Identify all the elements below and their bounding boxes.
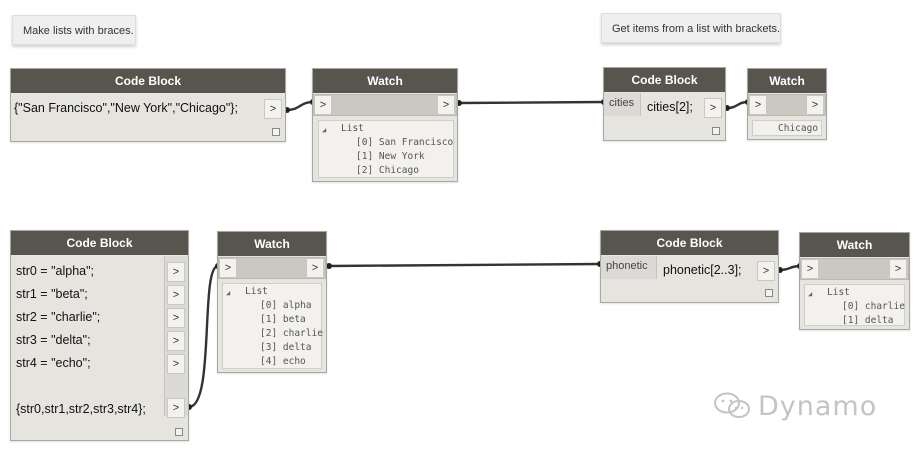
- input-port-phonetic[interactable]: phonetic: [601, 256, 657, 279]
- note-braces-text: Make lists with braces.: [23, 25, 134, 37]
- watch-node-2[interactable]: Watch > > Chicago: [747, 68, 827, 140]
- resize-grip-icon[interactable]: [272, 128, 280, 136]
- resize-grip-icon[interactable]: [765, 289, 773, 297]
- watch-port-bar: [313, 94, 457, 116]
- output-port[interactable]: >: [704, 98, 722, 118]
- code-line[interactable]: str0 = "alpha";: [16, 264, 95, 278]
- watch-list-panel[interactable]: ◢ List [0] alpha [1] beta [2] charlie [3…: [222, 283, 323, 369]
- note-brackets-text: Get items from a list with brackets.: [612, 23, 781, 35]
- output-port[interactable]: >: [806, 95, 824, 115]
- node-title: Watch: [218, 232, 326, 256]
- output-port[interactable]: >: [306, 258, 324, 278]
- watch-port-bar: [218, 257, 326, 279]
- node-title: Code Block: [604, 68, 725, 92]
- code-text[interactable]: cities[2];: [647, 100, 693, 114]
- list-item: [0] alpha: [260, 300, 312, 311]
- list-item: [0] San Francisco: [356, 137, 454, 148]
- list-item: [1] beta: [260, 314, 306, 325]
- wire-cb4-w4: [779, 264, 801, 272]
- watch-list-panel[interactable]: ◢ List [0] San Francisco [1] New York [2…: [318, 120, 454, 178]
- node-title: Watch: [800, 233, 909, 257]
- watch-list-panel[interactable]: ◢ List [0] charlie [1] delta: [804, 284, 905, 326]
- code-block-node-1[interactable]: Code Block {"San Francisco","New York","…: [10, 68, 286, 142]
- code-text[interactable]: {"San Francisco","New York","Chicago"};: [14, 101, 238, 115]
- output-port[interactable]: >: [264, 99, 282, 119]
- code-line[interactable]: str1 = "beta";: [16, 287, 88, 301]
- input-port[interactable]: >: [749, 95, 767, 115]
- output-port-str2[interactable]: >: [167, 308, 185, 328]
- input-port[interactable]: >: [801, 259, 819, 279]
- list-label: List: [341, 123, 364, 134]
- watch-value-panel[interactable]: Chicago: [752, 120, 822, 136]
- wire-w1-cb2: [458, 100, 605, 105]
- list-item: [4] echo: [260, 356, 306, 367]
- list-item: [1] delta: [842, 315, 894, 326]
- list-item: [0] charlie: [842, 301, 905, 312]
- output-port[interactable]: >: [757, 261, 775, 281]
- code-text[interactable]: phonetic[2..3];: [663, 263, 742, 277]
- list-item: [2] Chicago: [356, 165, 419, 176]
- input-port[interactable]: >: [314, 95, 332, 115]
- output-port-str0[interactable]: >: [167, 262, 185, 282]
- output-port[interactable]: >: [437, 95, 455, 115]
- watch-value: Chicago: [778, 123, 819, 134]
- code-block-node-2[interactable]: Code Block cities cities[2]; >: [603, 67, 726, 141]
- list-item: [2] charlie: [260, 328, 323, 339]
- list-item: [3] delta: [260, 342, 312, 353]
- brand-name: Dynamo: [758, 390, 878, 422]
- brand-watermark: Dynamo: [712, 388, 877, 424]
- collapse-triangle-icon[interactable]: ◢: [226, 289, 231, 297]
- wire-cb2-w2: [726, 100, 749, 110]
- resize-grip-icon[interactable]: [175, 428, 183, 436]
- note-braces[interactable]: Make lists with braces.: [12, 15, 136, 45]
- collapse-triangle-icon[interactable]: ◢: [808, 290, 813, 298]
- output-port-list[interactable]: >: [167, 398, 185, 418]
- watch-node-1[interactable]: Watch > > ◢ List [0] San Francisco [1] N…: [312, 68, 458, 182]
- collapse-triangle-icon[interactable]: ◢: [322, 126, 327, 134]
- input-port[interactable]: >: [219, 258, 237, 278]
- node-title: Code Block: [11, 231, 188, 255]
- watch-node-4[interactable]: Watch > > ◢ List [0] charlie [1] delta: [799, 232, 910, 330]
- output-port-str4[interactable]: >: [167, 354, 185, 374]
- wire-cb3-w3: [188, 264, 219, 409]
- output-port-str3[interactable]: >: [167, 331, 185, 351]
- node-title: Watch: [748, 69, 826, 93]
- list-label: List: [245, 286, 268, 297]
- output-port[interactable]: >: [889, 259, 907, 279]
- code-line[interactable]: str2 = "charlie";: [16, 310, 101, 324]
- list-item: [1] New York: [356, 151, 425, 162]
- code-line[interactable]: str3 = "delta";: [16, 333, 91, 347]
- wechat-icon: [714, 392, 750, 418]
- resize-grip-icon[interactable]: [712, 127, 720, 135]
- code-block-node-3[interactable]: Code Block str0 = "alpha"; str1 = "beta"…: [10, 230, 189, 441]
- node-title: Code Block: [601, 231, 778, 255]
- node-title: Code Block: [11, 69, 285, 93]
- output-port-str1[interactable]: >: [167, 285, 185, 305]
- watch-node-3[interactable]: Watch > > ◢ List [0] alpha [1] beta [2] …: [217, 231, 327, 373]
- node-title: Watch: [313, 69, 457, 93]
- code-block-node-4[interactable]: Code Block phonetic phonetic[2..3]; >: [600, 230, 779, 303]
- list-label: List: [827, 287, 850, 298]
- code-line[interactable]: str4 = "echo";: [16, 356, 91, 370]
- wire-w3-cb4: [328, 262, 601, 268]
- code-line[interactable]: {str0,str1,str2,str3,str4};: [16, 402, 146, 416]
- watch-port-bar: [800, 258, 909, 280]
- note-brackets[interactable]: Get items from a list with brackets.: [601, 13, 781, 43]
- input-port-cities[interactable]: cities: [604, 93, 641, 116]
- wire-cb1-w1: [286, 100, 314, 112]
